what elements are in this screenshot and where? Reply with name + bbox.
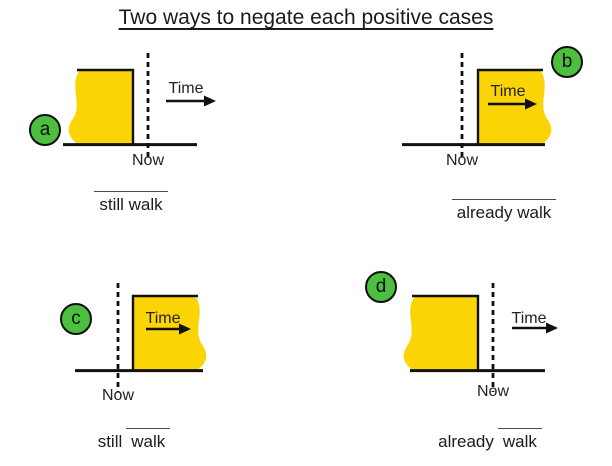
panel-b-time-arrowhead-icon [525,98,537,110]
panel-b-caption: already walk [429,199,579,223]
panel-d-time-arrowhead-icon [546,322,558,334]
panel-a-highlight-shape [68,70,133,145]
panel-a-now-label: Now [131,152,164,169]
panel-b-highlight-edge [476,68,543,145]
panel-b-caption-negated: already walk [451,199,557,223]
panel-d-caption-plain: already [438,432,494,451]
panel-c-caption-plain: still [97,432,123,451]
panel-d-now-label: Now [476,383,509,400]
panel-b-highlight-shape [478,70,552,145]
panel-b-graphics [402,53,552,160]
panel-d-highlight-edge [412,294,480,371]
panel-a-time-arrowhead-icon [204,95,216,107]
panel-d-graphics [403,283,558,392]
panel-a-caption: still walk [56,191,206,215]
panel-d-badge: d [365,271,397,303]
panel-c-badge: c [60,303,92,335]
figure-title: Two ways to negate each positive cases [118,6,494,29]
panel-d-caption-negated: walk [497,428,542,452]
panel-c-badge-letter: c [71,308,81,329]
panel-d-time-label: Time [511,310,547,327]
panel-b-time-label: Time [490,83,526,100]
panel-b-badge-letter: b [561,51,573,72]
panel-c-time-arrowhead-icon [179,323,191,335]
panel-b-now-label: Now [445,152,478,169]
panel-a-time-label: Time [168,80,204,97]
panel-d-highlight-shape [403,296,478,371]
panel-a-caption-negated: still walk [94,191,168,215]
panel-c-time-label: Time [145,310,181,327]
panel-c-now-label: Now [101,387,134,404]
panel-b-badge: b [551,46,583,78]
panel-c-highlight-shape [133,296,207,371]
panel-a-badge-letter: a [39,119,51,140]
panel-c-highlight-edge [131,294,198,371]
panel-d-badge-letter: d [375,276,387,297]
panel-a-highlight-edge [77,68,135,145]
panel-c-graphics [75,283,207,392]
panel-a-badge: a [29,114,61,146]
panel-a-graphics [63,53,216,160]
panel-c-caption-negated: walk [126,428,171,452]
